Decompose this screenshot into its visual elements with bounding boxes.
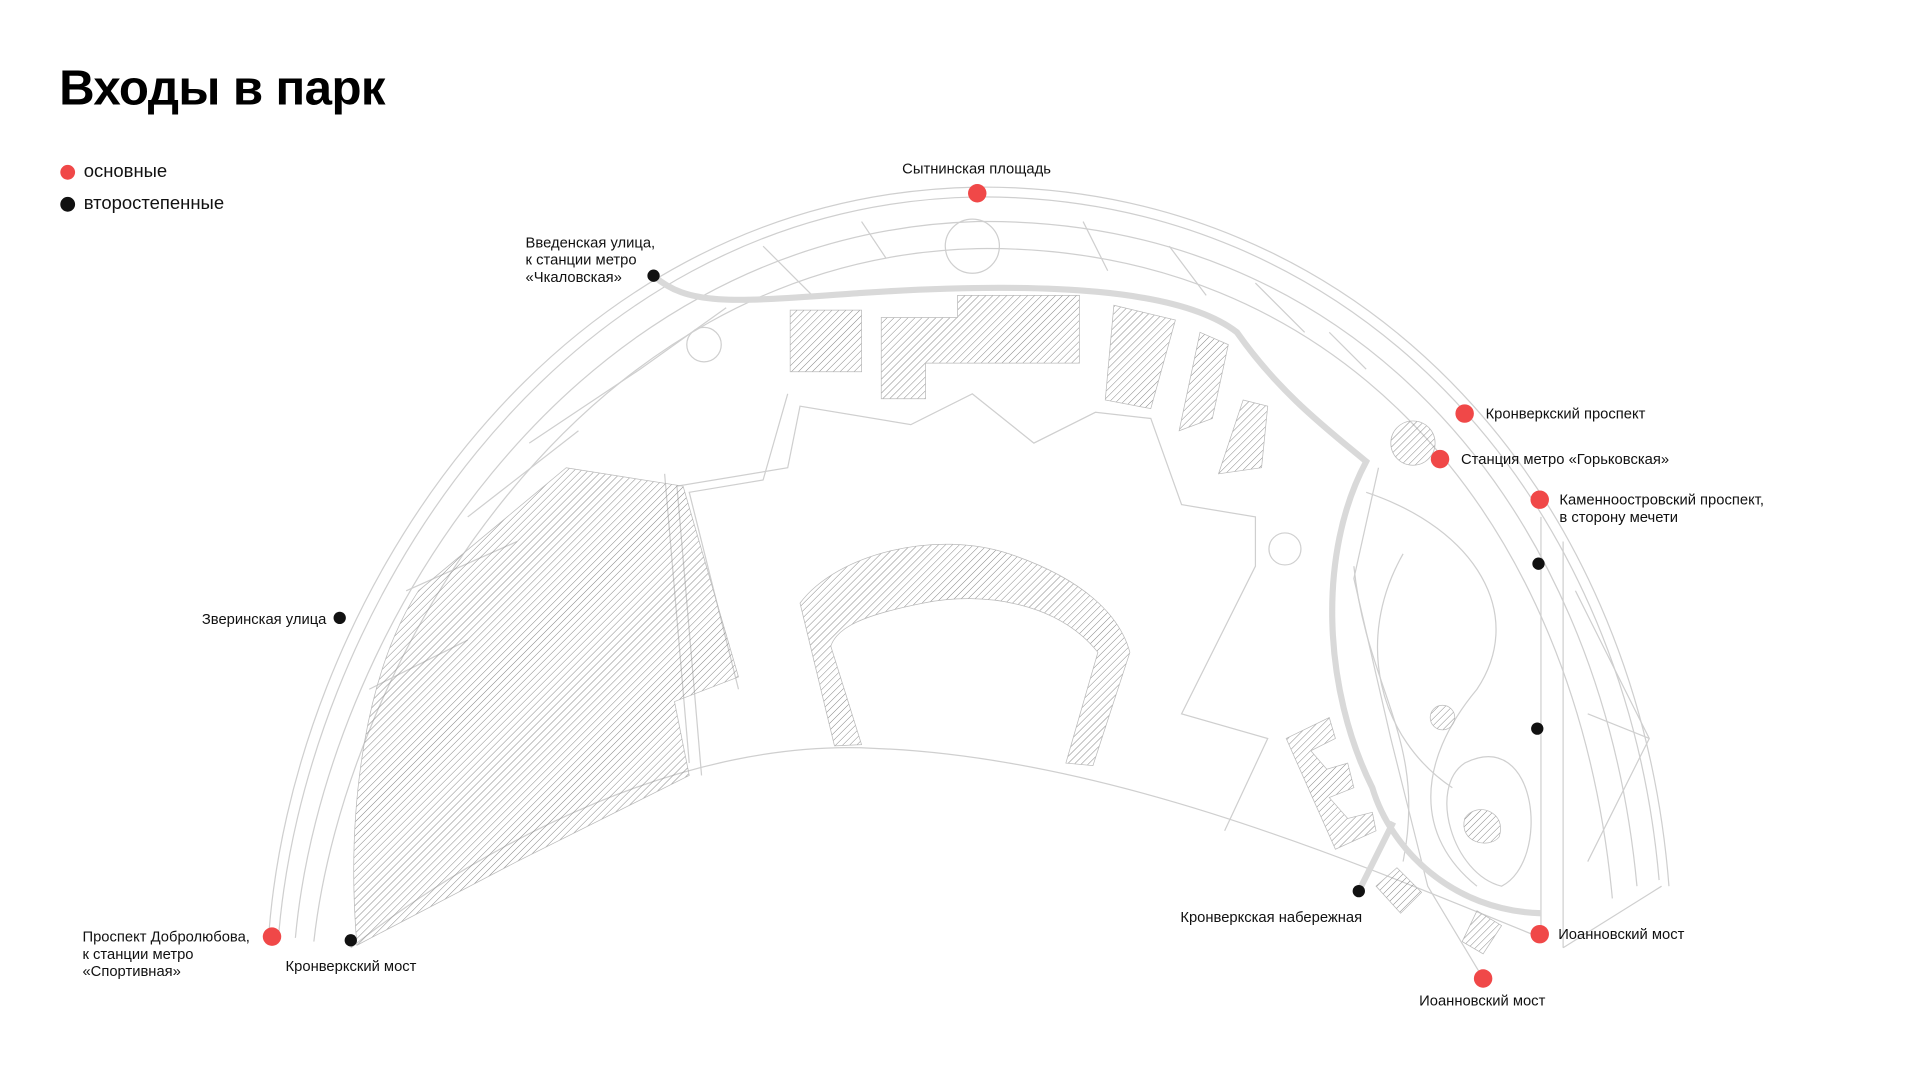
entrance-label: Кронверкский мост bbox=[285, 957, 417, 975]
entrance-label: Введенская улица, к станции метро «Чкало… bbox=[525, 233, 656, 286]
legend-secondary: второстепенные bbox=[60, 193, 224, 214]
entrance-marker-kronverkskaya-nab[interactable] bbox=[1352, 884, 1365, 898]
entrance-marker-kronverksky-most[interactable] bbox=[344, 934, 357, 947]
black-dot-icon bbox=[60, 196, 76, 212]
entrance-label: Иоанновский мост bbox=[1419, 992, 1546, 1010]
entrance-marker-secondary[interactable] bbox=[1532, 557, 1545, 570]
entrance-marker-sytninskaya[interactable] bbox=[968, 184, 987, 203]
entrance-label: Станция метро «Горьковская» bbox=[1460, 450, 1670, 468]
entrance-label: Каменноостровский проспект, в сторону ме… bbox=[1559, 491, 1764, 526]
entrance-marker-kronverksky-pr[interactable] bbox=[1455, 404, 1474, 423]
legend-main-label: основные bbox=[83, 161, 168, 183]
entrance-label: Зверинская улица bbox=[201, 610, 327, 628]
entrance-label: Кронверкская набережная bbox=[1180, 908, 1363, 926]
entrance-marker-gorkovskaya[interactable] bbox=[1430, 449, 1450, 469]
red-dot-icon bbox=[60, 164, 76, 180]
park-paths bbox=[267, 186, 1670, 979]
entrance-marker-vvedenskaya[interactable] bbox=[647, 269, 660, 282]
legend-main: основные bbox=[60, 161, 167, 182]
entrance-marker-secondary[interactable] bbox=[1531, 722, 1544, 735]
entrance-marker-dobrolyubova[interactable] bbox=[262, 927, 282, 946]
entrance-marker-zverinskaya[interactable] bbox=[333, 611, 346, 625]
entrance-marker-ioannovsky-bottom[interactable] bbox=[1473, 969, 1493, 988]
main-route bbox=[651, 273, 1542, 917]
entrance-label: Иоанновский мост bbox=[1558, 925, 1685, 943]
side-route bbox=[1356, 820, 1397, 893]
entrance-label: Сытнинская площадь bbox=[902, 160, 1051, 178]
entrance-marker-ioannovsky-right[interactable] bbox=[1530, 924, 1549, 944]
entrance-marker-kamennoostrovsky[interactable] bbox=[1530, 490, 1549, 509]
entrance-label: Проспект Добролюбова, к станции метро «С… bbox=[82, 928, 250, 980]
hatched-areas bbox=[353, 295, 1503, 955]
entrance-label: Кронверкский проспект bbox=[1485, 404, 1646, 423]
legend-secondary-label: второстепенные bbox=[83, 193, 225, 215]
page-title: Входы в парк bbox=[59, 61, 385, 116]
